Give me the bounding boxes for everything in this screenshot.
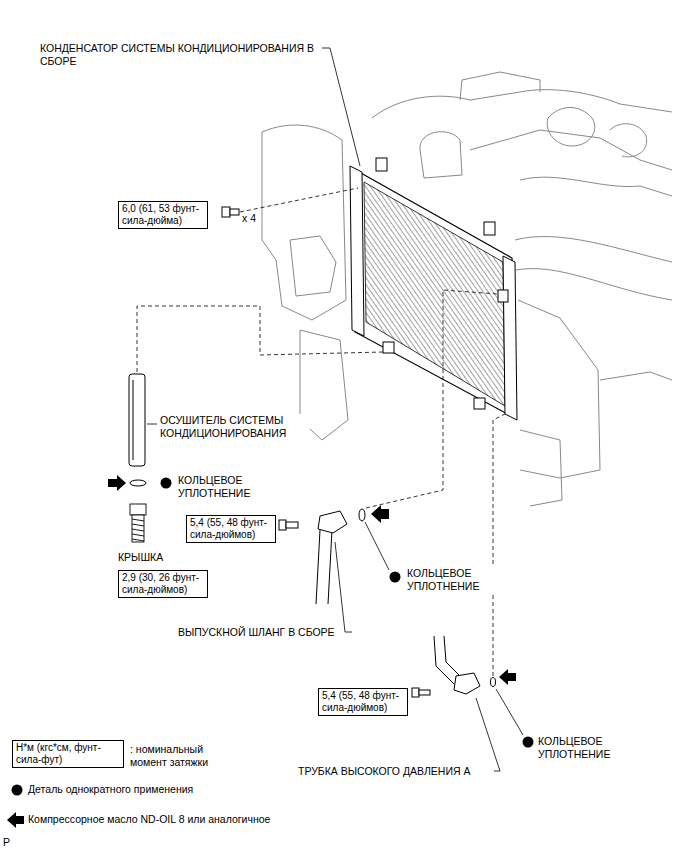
part-label: КОЛЬЦЕВОЕ УПЛОТНЕНИЕ [407, 567, 507, 593]
reservoir [420, 132, 462, 178]
dashed-line [493, 414, 505, 676]
leader-line [147, 424, 157, 425]
part-label: ТРУБКА ВЫСОКОГО ДАВЛЕНИЯ А [298, 765, 470, 778]
engine-outline [516, 269, 672, 300]
oil-arrow [108, 475, 126, 491]
bolt-shaft [286, 522, 298, 528]
o-ring [130, 480, 146, 486]
legend-dot [12, 785, 23, 796]
hose-line [316, 530, 332, 604]
condenser-tank [350, 166, 364, 336]
condenser-core [364, 182, 505, 406]
torque-value: 6,0 (61, 53 фунт-сила-дюйма) [122, 203, 204, 227]
part-label: КОНДЕНСАТОР СИСТЕМЫ КОНДИЦИОНИРОВАНИЯ В … [40, 42, 314, 68]
single-use-dot [523, 737, 534, 748]
legend-text: : номинальный момент затяжки [130, 743, 240, 769]
condenser-frame [352, 168, 515, 418]
engine-bay [262, 72, 672, 506]
hose-flange [318, 511, 347, 533]
cap-thread [132, 515, 144, 542]
bracket [498, 290, 508, 302]
drier-line [133, 380, 134, 460]
torque-value: Н*м (кгс*см, фунт-сила-фут) [16, 742, 120, 766]
oil-arrow [371, 505, 389, 523]
oil-arrow [499, 669, 516, 685]
bracket [484, 222, 495, 235]
outlet-hose [279, 509, 365, 604]
bolt [222, 207, 239, 217]
leader-line [496, 689, 523, 735]
thread-lines [132, 519, 144, 541]
engine-outline [470, 130, 672, 170]
bolt-head [279, 520, 286, 530]
torque-box: 2,9 (30, 26 фунт-сила-дюймов) [118, 570, 208, 598]
engine-outline [372, 90, 672, 118]
part-label: P [3, 836, 10, 849]
condenser [350, 158, 517, 420]
dashed-line [366, 290, 498, 508]
leader-line [476, 698, 500, 771]
torque-box: Н*м (кгс*см, фунт-сила-фут) [12, 740, 124, 768]
torque-box: 6,0 (61, 53 фунт-сила-дюйма) [118, 201, 208, 229]
dashed-line [137, 306, 384, 372]
bracket [383, 342, 394, 353]
engine-part [547, 108, 595, 147]
torque-value: 5,4 (55, 48 фунт-сила-дюймов) [190, 517, 272, 541]
condenser-tank [503, 256, 517, 420]
frame-outline [520, 430, 562, 506]
part-label: ВЫПУСКНОЙ ШЛАНГ В СБОРЕ [178, 626, 335, 639]
drier-body [129, 374, 145, 466]
bolt-head [412, 688, 419, 697]
pipe-a [412, 636, 496, 697]
cap [130, 504, 146, 542]
bolt-shaft [419, 690, 430, 695]
engine-outline [520, 177, 672, 196]
part-label: ОСУШИТЕЛЬ СИСТЕМЫ КОНДИЦИОНИРОВАНИЯ [160, 414, 310, 440]
bracket [376, 158, 387, 171]
bolt-shaft [230, 209, 239, 215]
engine-part [610, 124, 647, 157]
torque-box: 5,4 (55, 48 фунт-сила-дюймов) [318, 688, 408, 716]
headlamp-outline [290, 236, 336, 296]
leaders [137, 48, 523, 771]
single-use-dot [161, 478, 172, 489]
o-ring [491, 678, 496, 687]
single-use-dot [390, 572, 401, 583]
part-label: x 4 [242, 212, 256, 225]
leader-line [365, 522, 389, 570]
part-label: КОЛЬЦЕВОЕ УПЛОТНЕНИЕ [178, 474, 278, 500]
engine-outline [460, 72, 540, 100]
pipe-flange [454, 673, 480, 694]
torque-value: 2,9 (30, 26 фунт-сила-дюймов) [122, 572, 204, 596]
dashed-line [240, 188, 358, 212]
legend-arrow [7, 812, 24, 828]
part-label: КОЛЬЦЕВОЕ УПЛОТНЕНИЕ [538, 735, 638, 761]
leader-line [322, 48, 360, 166]
leader-line [335, 542, 352, 632]
part-label: КРЫШКА [118, 551, 163, 564]
engine-outline [515, 237, 672, 262]
bolt-head [222, 207, 230, 217]
legend-text: Деталь однократного применения [28, 783, 193, 796]
drier [129, 374, 145, 466]
bracket [474, 398, 485, 409]
headlamp-outline [262, 125, 346, 320]
cap-head [130, 504, 146, 515]
torque-value: 5,4 (55, 48 фунт-сила-дюймов) [322, 690, 404, 714]
frame-outline [600, 372, 672, 380]
torque-box: 5,4 (55, 48 фунт-сила-дюймов) [186, 515, 276, 543]
frame-outline [518, 300, 600, 478]
legend-text: Компрессорное масло ND-OIL 8 или аналоги… [28, 813, 270, 826]
o-ring [359, 509, 365, 521]
